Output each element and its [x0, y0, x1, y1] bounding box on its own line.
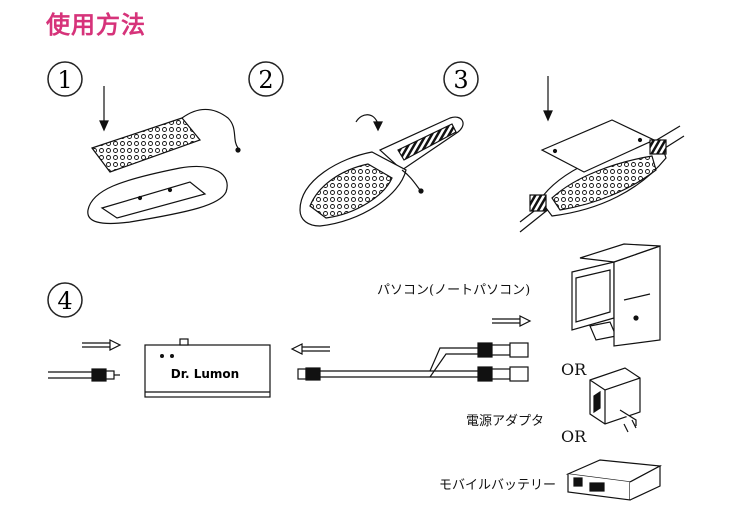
- step-4-number: 4: [57, 287, 72, 315]
- label-mobile-battery: モバイルバッテリー: [439, 478, 557, 493]
- step-1-number: 1: [57, 66, 72, 94]
- label-pc: パソコン(ノートパソコン): [377, 283, 531, 298]
- step-1-badge: 1: [47, 61, 83, 97]
- step-2-number: 2: [258, 66, 273, 94]
- device-logo: Dr. Lumon: [171, 367, 239, 381]
- mobile-battery-icon: [565, 459, 663, 501]
- page-title: 使用方法: [46, 11, 146, 39]
- step-4-illustration: [48, 315, 532, 398]
- label-or-1: OR: [561, 360, 587, 379]
- step-2-illustration: [299, 114, 464, 227]
- label-power-adapter: 電源アダプタ: [466, 414, 545, 429]
- step-3-number: 3: [453, 66, 468, 94]
- step-3-badge: 3: [443, 61, 479, 97]
- step-4-badge: 4: [47, 282, 83, 318]
- label-or-2: OR: [561, 427, 587, 446]
- computer-icon: [571, 243, 661, 347]
- step-2-badge: 2: [248, 61, 284, 97]
- power-adapter-icon: [589, 367, 641, 433]
- step-3-illustration: [519, 76, 685, 233]
- step-1-illustration: [87, 86, 241, 225]
